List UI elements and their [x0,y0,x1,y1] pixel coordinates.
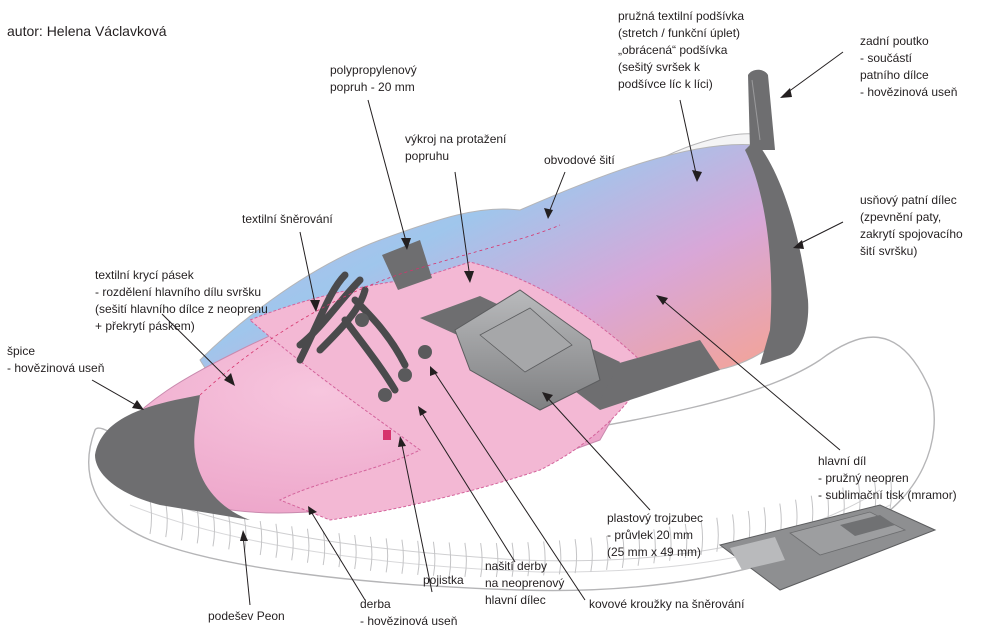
label-line: pružná textilní podšívka [618,8,744,25]
label-line: podšívce líc k líci) [618,76,744,93]
label-line: - pružný neopren [818,470,957,487]
label-line: šití svršku) [860,243,963,260]
label-line: popruh - 20 mm [330,79,417,96]
label-line: popruhu [405,148,506,165]
label-line: kovové kroužky na šněrování [589,597,744,612]
label-line: podešev Peon [208,609,285,624]
label-cover-tape: textilní krycí pásek- rozdělení hlavního… [95,267,268,335]
label-cutout: výkroj na protaženípopruhu [405,131,506,165]
label-line: (25 mm x 49 mm) [607,544,703,561]
label-line: derba [360,596,457,613]
label-line: textilní šněrování [242,212,333,227]
label-pull-tab: zadní poutko- součástípatního dílce- hov… [860,33,957,101]
label-line: „obrácená“ podšívka [618,42,744,59]
label-line: (zpevnění paty, [860,209,963,226]
safety-tab [383,430,391,440]
label-line: zakrytí spojovacího [860,226,963,243]
label-eyelets: kovové kroužky na šněrování [589,597,744,612]
label-main-part: hlavní díl- pružný neopren- sublimační t… [818,453,957,504]
label-line: (stretch / funkční úplet) [618,25,744,42]
label-line: pojistka [423,573,464,588]
label-line: patního dílce [860,67,957,84]
author-credit: autor: Helena Václavková [7,23,167,40]
label-lining: pružná textilní podšívka(stretch / funkč… [618,8,744,93]
label-derby-stitch: našití derbyna neoprenovýhlavní dílec [485,558,564,609]
label-buckle: plastový trojzubec- průvlek 20 mm(25 mm … [607,510,703,561]
label-line: (sešití hlavního dílce z neoprenu [95,301,268,318]
label-toe-cap: špice- hovězinová useň [7,343,104,377]
label-line: špice [7,343,104,360]
label-line: na neoprenový [485,575,564,592]
label-line: - součástí [860,50,957,67]
label-line: zadní poutko [860,33,957,50]
label-line: (sešitý svršek k [618,59,744,76]
label-line: hlavní díl [818,453,957,470]
label-line: + překrytí páskem) [95,318,268,335]
label-line: polypropylenový [330,62,417,79]
label-line: textilní krycí pásek [95,267,268,284]
label-heel-counter: usňový patní dílec(zpevnění paty,zakrytí… [860,192,963,260]
label-strap: polypropylenovýpopruh - 20 mm [330,62,417,96]
label-line: - sublimační tisk (mramor) [818,487,957,504]
label-line: - průvlek 20 mm [607,527,703,544]
label-sole: podešev Peon [208,609,285,624]
label-line: usňový patní dílec [860,192,963,209]
label-perimeter-stitch: obvodové šití [544,153,615,168]
label-line: - rozdělení hlavního dílu svršku [95,284,268,301]
label-line: výkroj na protažení [405,131,506,148]
label-lacing: textilní šněrování [242,212,333,227]
label-line: plastový trojzubec [607,510,703,527]
label-derby: derba- hovězinová useň [360,596,457,630]
label-line: - hovězinová useň [360,613,457,630]
label-safety: pojistka [423,573,464,588]
label-line: - hovězinová useň [7,360,104,377]
label-line: obvodové šití [544,153,615,168]
label-line: - hovězinová useň [860,84,957,101]
label-line: hlavní dílec [485,592,564,609]
label-line: našití derby [485,558,564,575]
